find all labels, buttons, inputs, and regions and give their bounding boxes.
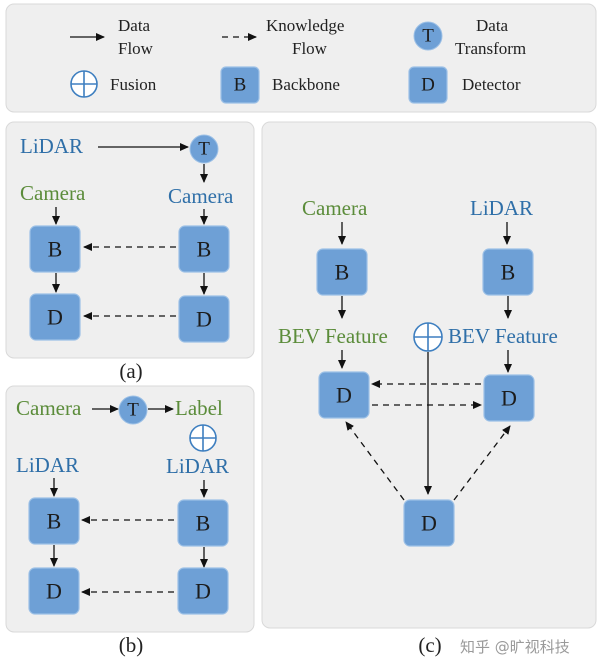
panel-c-detector-right: [483, 374, 535, 422]
panel-b-detector-right: [177, 567, 229, 615]
panel-c-lidar-label: LiDAR: [470, 196, 533, 220]
panel-a-backbone-left: [29, 225, 81, 273]
panel-c-fusion-icon: [413, 322, 443, 352]
panel-a-transform-node: [189, 134, 219, 164]
backbone-box-icon: [220, 66, 260, 104]
panel-a-backbone-right: [178, 225, 230, 273]
panel-c-bottom-to-left-knowledge-arrow: [345, 421, 405, 501]
panel-a-caption: (a): [119, 359, 142, 383]
panel-b-transform-symbol: T: [127, 400, 139, 421]
panel-a-transform-symbol: T: [198, 139, 210, 160]
panel-b-backbone-left-symbol: B: [47, 509, 62, 534]
panel-b-transform-node: [118, 395, 148, 425]
fusion-icon: [70, 70, 98, 98]
legend-data-flow-line1: Data: [118, 16, 151, 35]
panel-c-backbone-right: [482, 248, 534, 296]
panel-b-camera-label: Camera: [16, 396, 82, 420]
panel-c-detector-left: [318, 371, 370, 419]
panel-b-lidar-right-label: LiDAR: [166, 454, 229, 478]
panel-c-backbone-left: [316, 248, 368, 296]
watermark: 知乎 @旷视科技: [460, 638, 570, 656]
panel-c-detector-left-symbol: D: [336, 383, 352, 408]
detector-box-icon: [408, 66, 448, 104]
panel-c-bev-right-label: BEV Feature: [448, 324, 558, 348]
panel-b-caption: (b): [119, 633, 144, 657]
legend-data-transform-line1: Data: [476, 16, 509, 35]
panel-a: LiDAR T Camera Camera B B D D: [5, 121, 255, 359]
legend-panel: [5, 3, 597, 113]
panel-b-label-label: Label: [175, 396, 223, 420]
panel-c-detector-bottom-symbol: D: [421, 511, 437, 536]
legend-knowledge-flow-line1: Knowledge: [266, 16, 344, 35]
panel-a-lidar-label: LiDAR: [20, 134, 83, 158]
panel-c-detector-bottom: [403, 499, 455, 547]
legend-detector-symbol: D: [421, 75, 435, 96]
panel-b-detector-right-symbol: D: [195, 579, 211, 604]
legend: Data Flow Knowledge Flow T Data Transfor…: [5, 3, 597, 113]
panel-c-bottom-to-right-knowledge-arrow: [453, 425, 511, 501]
panel-a-detector-left: [29, 293, 81, 341]
panel-b-detector-left: [28, 567, 80, 615]
panel-a-detector-right: [178, 295, 230, 343]
legend-backbone: Backbone: [272, 75, 340, 94]
panel-b: Camera T Label LiDAR LiDAR B B D D: [5, 385, 255, 633]
panel-a-detector-right-symbol: D: [196, 307, 212, 332]
legend-data-transform-line2: Transform: [455, 39, 526, 58]
panel-b-fusion-icon: [189, 424, 217, 452]
panel-b-backbone-right: [177, 499, 229, 547]
panel-c-bev-left-label: BEV Feature: [278, 324, 388, 348]
legend-knowledge-flow-line2: Flow: [292, 39, 328, 58]
panel-b-backbone-right-symbol: B: [196, 511, 211, 536]
panel-b-backbone-left: [28, 497, 80, 545]
panel-a-backbone-right-symbol: B: [197, 237, 212, 262]
panel-c-backbone-right-symbol: B: [501, 260, 516, 285]
panel-a-detector-left-symbol: D: [47, 305, 63, 330]
panel-c-camera-label: Camera: [302, 196, 368, 220]
panel-c-backbone-left-symbol: B: [335, 260, 350, 285]
legend-data-flow-line2: Flow: [118, 39, 154, 58]
legend-fusion: Fusion: [110, 75, 157, 94]
panel-b-lidar-left-label: LiDAR: [16, 453, 79, 477]
transform-circle-icon: [413, 21, 443, 51]
panel-a-backbone-left-symbol: B: [48, 237, 63, 262]
legend-detector: Detector: [462, 75, 521, 94]
panel-c: Camera LiDAR B B BEV Feature BEV Feature…: [261, 121, 597, 629]
panel-c-detector-right-symbol: D: [501, 386, 517, 411]
legend-backbone-symbol: B: [234, 75, 247, 96]
panel-a-camera-left-label: Camera: [20, 181, 86, 205]
panel-a-camera-right-label: Camera: [168, 184, 234, 208]
panel-b-detector-left-symbol: D: [46, 579, 62, 604]
panel-c-caption: (c): [418, 633, 441, 657]
legend-transform-symbol: T: [422, 26, 434, 47]
